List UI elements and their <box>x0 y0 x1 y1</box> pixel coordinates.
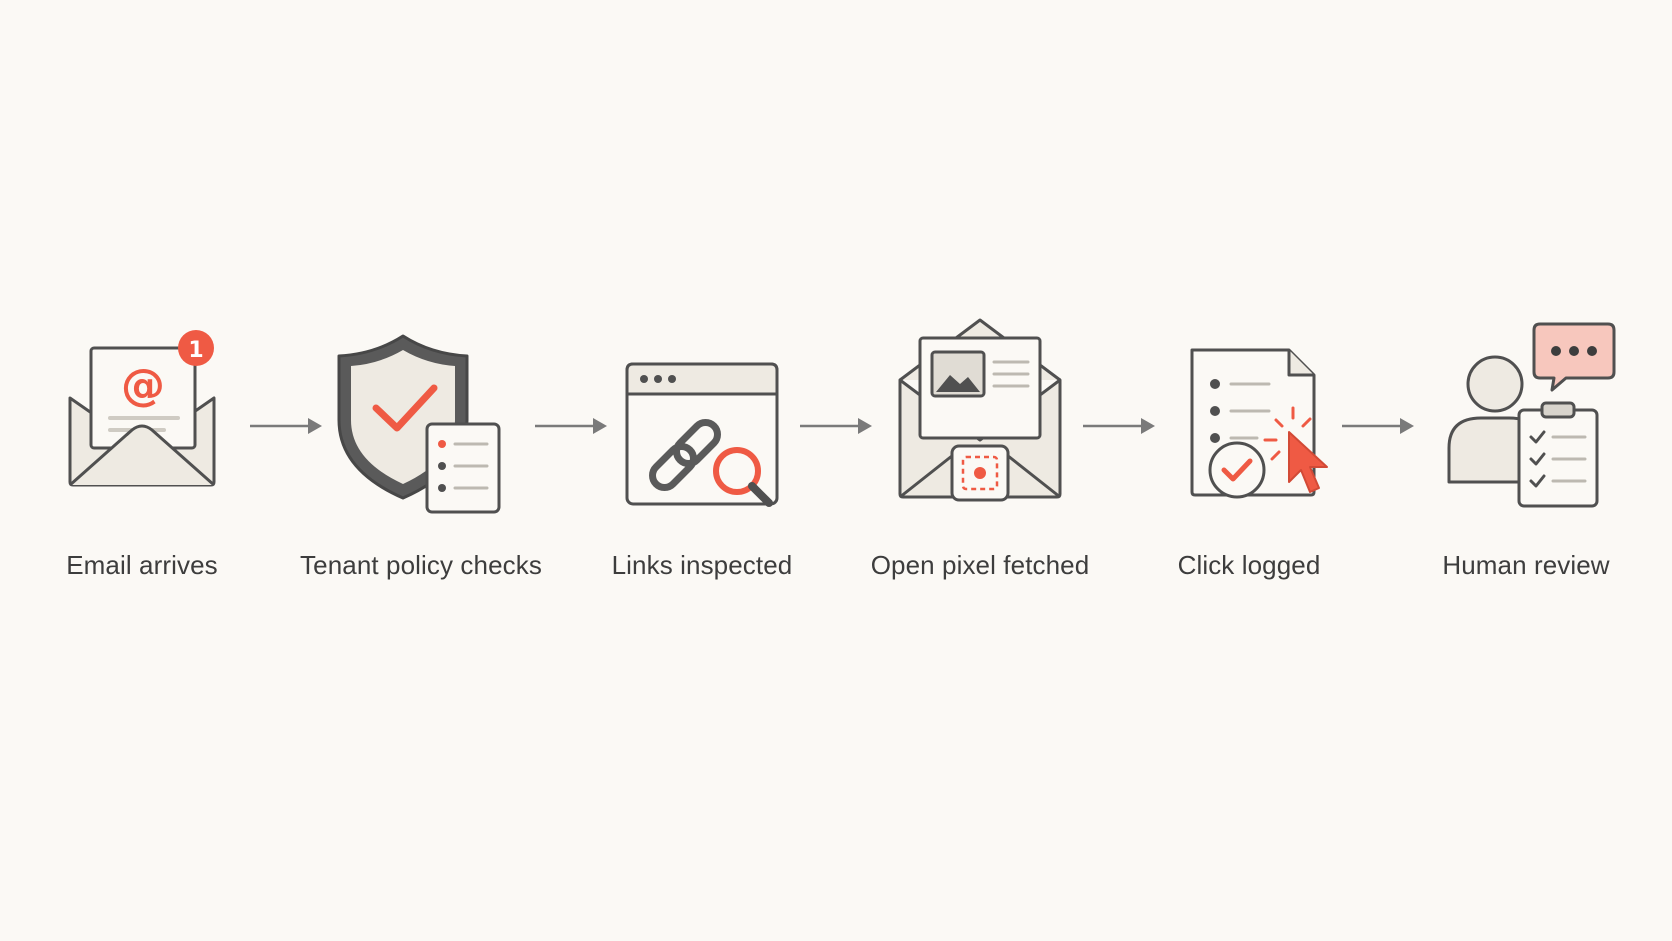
step-open-pixel-fetched: Open pixel fetched <box>840 318 1120 600</box>
step-email-arrives: @ 1 Email arrives <box>2 320 282 600</box>
step-label-open-pixel-fetched: Open pixel fetched <box>870 550 1090 580</box>
check-circle-icon <box>1208 441 1266 499</box>
links-inspected-icon <box>625 362 779 507</box>
step-label-tenant-policy-checks: Tenant policy checks <box>300 550 542 580</box>
cursor-icon <box>1288 431 1328 493</box>
step-label-human-review: Human review <box>1442 550 1610 580</box>
magnifier-icon <box>713 447 773 507</box>
human-review-icon <box>1447 322 1616 508</box>
connector-arrow-3 <box>798 414 874 438</box>
step-label-links-inspected: Links inspected <box>611 550 793 580</box>
step-label-email-arrives: Email arrives <box>66 550 218 580</box>
chat-bubble-icon <box>1532 322 1616 392</box>
link-chain-icon <box>649 419 721 491</box>
email-arrives-icon: @ 1 <box>68 330 216 487</box>
step-label-click-logged: Click logged <box>1177 550 1321 580</box>
click-logged-icon <box>1190 348 1328 499</box>
step-links-inspected: Links inspected <box>562 320 842 600</box>
svg-text:@: @ <box>121 360 165 411</box>
step-tenant-policy-checks: Tenant policy checks <box>281 320 561 600</box>
notification-badge <box>178 330 214 366</box>
notification-badge-count: 1 <box>188 338 203 363</box>
connector-arrow-2 <box>533 414 609 438</box>
click-burst-icon <box>1263 406 1312 461</box>
connector-arrow-5 <box>1340 414 1416 438</box>
tenant-policy-icon <box>337 334 501 514</box>
connector-arrow-1 <box>248 414 324 438</box>
checkmark-icon <box>372 384 438 432</box>
step-click-logged: Click logged <box>1109 320 1389 600</box>
open-pixel-icon <box>898 318 1062 502</box>
checklist-icon <box>425 422 501 514</box>
clipboard-checklist-icon <box>1517 401 1599 508</box>
step-human-review: Human review <box>1386 320 1666 600</box>
connector-arrow-4 <box>1081 414 1157 438</box>
